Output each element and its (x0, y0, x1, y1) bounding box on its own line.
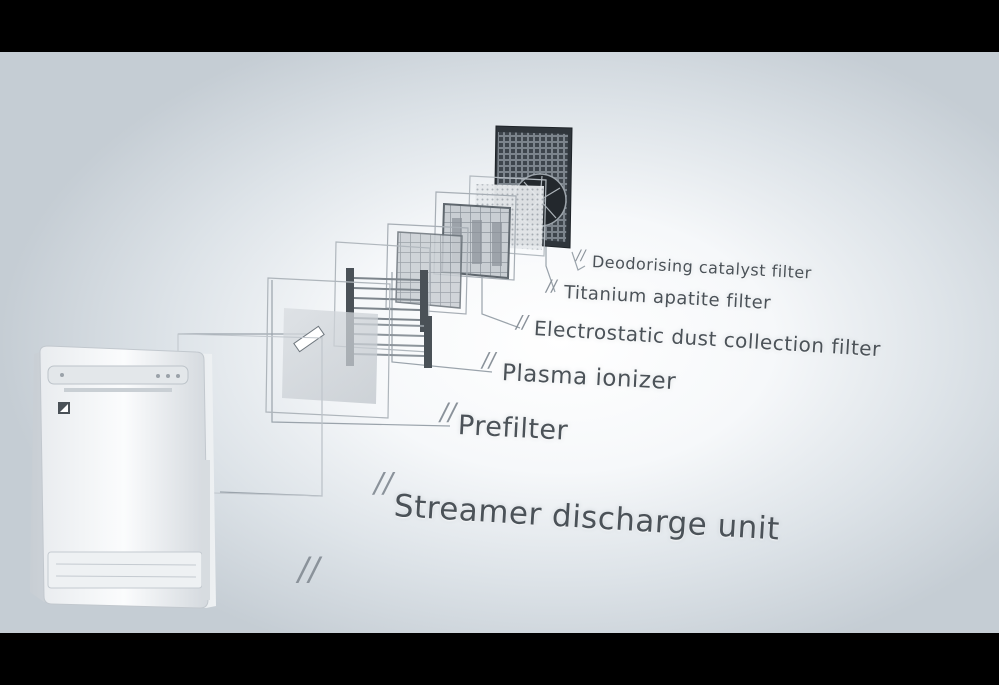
prefilter (265, 277, 391, 419)
exploded-diagram (30, 125, 586, 609)
air-purifier-unit (30, 345, 216, 609)
double-slash-icon: // (298, 550, 320, 588)
leader-line-prefilter (271, 280, 451, 427)
double-slash-icon: // (374, 466, 393, 499)
diagram-frame: // // // // // // // Deodorising catalys… (0, 52, 999, 633)
double-slash-icon: // (440, 398, 457, 426)
leader-line-plasma (391, 272, 493, 373)
leader-line-deodorising (571, 251, 586, 271)
double-slash-icon: // (516, 312, 529, 333)
leader-lines (178, 210, 586, 497)
double-slash-icon: // (482, 348, 496, 372)
label-prefilter: Prefilter (457, 410, 569, 447)
double-slash-icon: // (546, 276, 557, 295)
daikin-logo-icon (58, 402, 70, 414)
double-slash-icon: // (576, 248, 586, 264)
